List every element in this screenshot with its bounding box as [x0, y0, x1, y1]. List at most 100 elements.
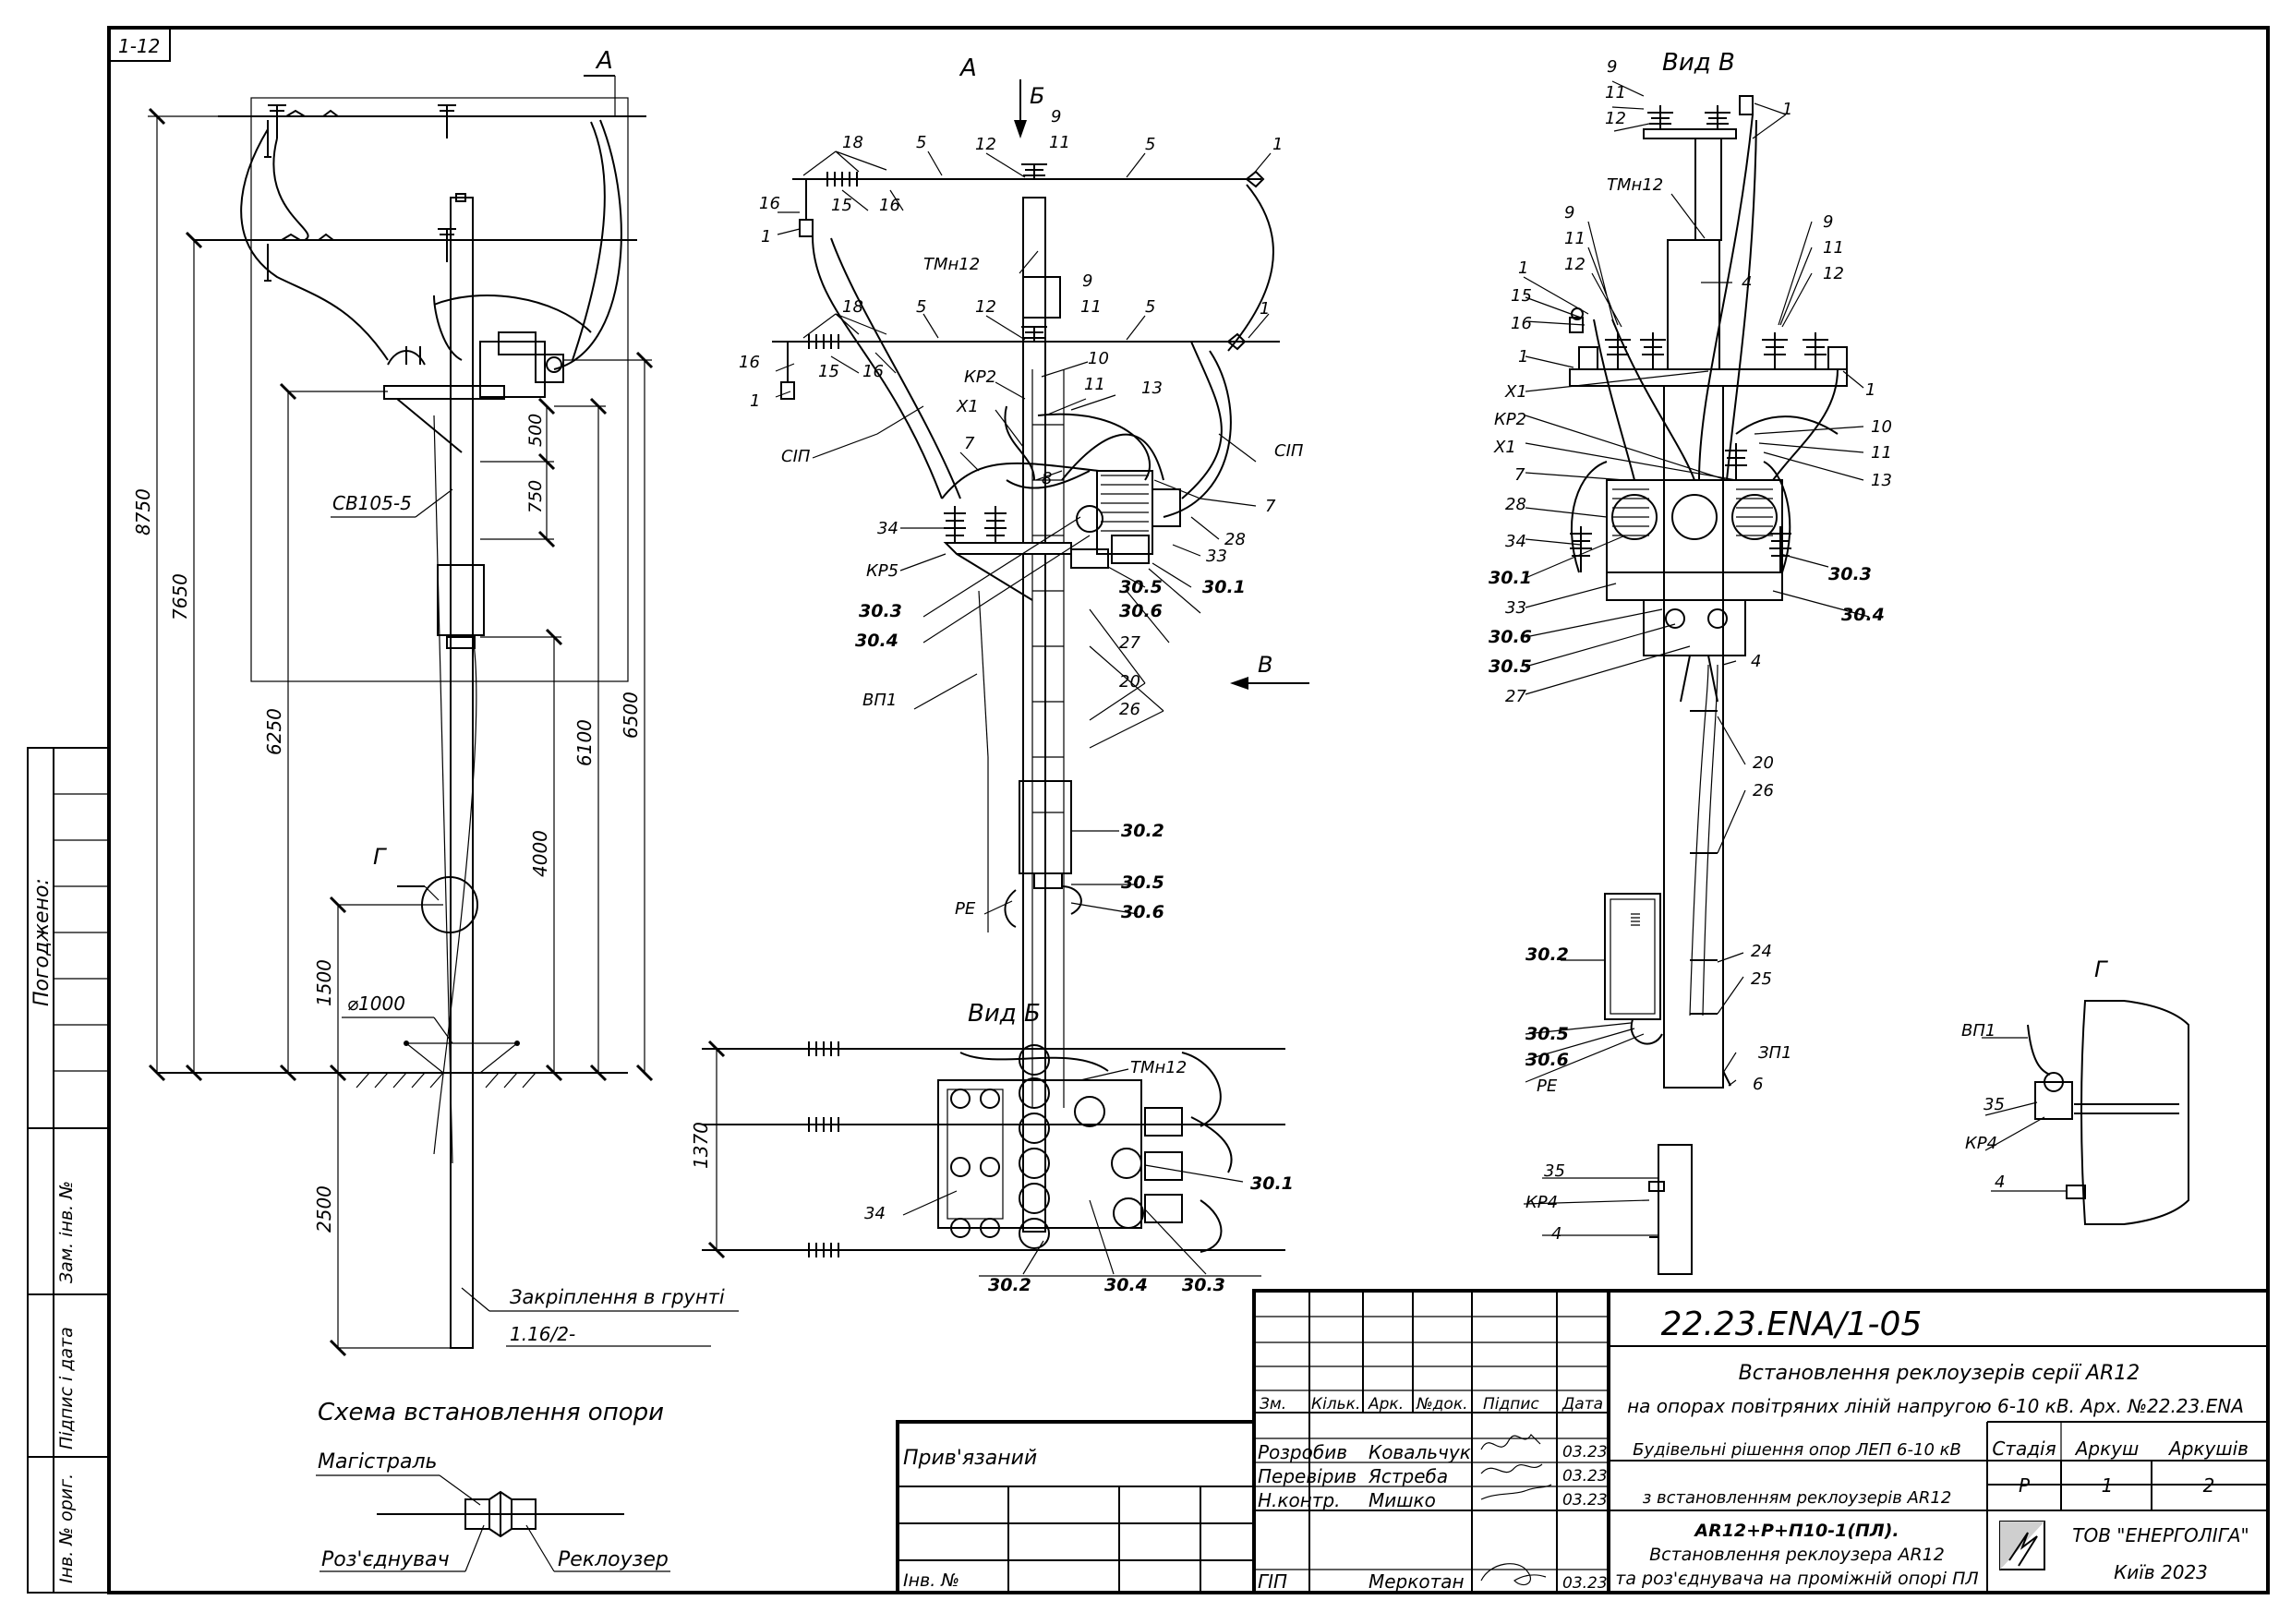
name-developed: Ковальчук: [1369, 1441, 1471, 1463]
date-developed: 03.23: [1562, 1443, 1608, 1462]
view-v-label-ep1: ЗП1: [1758, 1043, 1792, 1063]
view-v-label-25: 25: [1751, 969, 1772, 989]
front-label-x1: Х1: [956, 397, 979, 416]
detail-g: Г ВП1 35 КР4 4: [1961, 956, 2189, 1225]
front-label-30-6b: 30.6: [1121, 902, 1164, 922]
scheme-disconnector: Роз'єднувач: [321, 1548, 450, 1571]
front-label-16b: 16: [879, 196, 900, 215]
stage-header: Стадія: [1992, 1438, 2056, 1460]
view-v-label-24: 24: [1751, 942, 1772, 961]
dim-2500: 2500: [313, 1185, 335, 1233]
detail-g-label-35: 35: [1984, 1095, 2005, 1114]
main-dimensions: 8750 7650 6250 500 750: [132, 107, 654, 1357]
front-label-7b: 7: [1265, 497, 1276, 516]
front-label-1b: 1: [761, 227, 771, 247]
name-chief-engineer: Меркотан: [1369, 1570, 1465, 1593]
view-v-label-11a: 11: [1605, 83, 1626, 102]
view-v-label-28: 28: [1505, 495, 1526, 514]
front-label-11c: 11: [1084, 375, 1105, 394]
header-col-ndok: №док.: [1416, 1395, 1468, 1413]
view-v-label-1d: 1: [1865, 380, 1875, 400]
view-v-label-tmn12: ТМн12: [1607, 175, 1663, 195]
view-v-label-9a: 9: [1607, 57, 1617, 77]
front-label-30-5b: 30.5: [1121, 872, 1164, 893]
front-labels: 18 5 12 9 11 5 1 16 15 16 1 ТМн12 18 5 1…: [739, 107, 1304, 581]
view-b-label-tmn12: ТМн12: [1130, 1058, 1187, 1077]
dim-6250: 6250: [263, 708, 285, 755]
detail-g-title: Г: [2094, 956, 2108, 982]
sheets-value: 2: [2203, 1474, 2215, 1497]
stamp-sign-date: Підпис і дата: [56, 1327, 77, 1450]
side-stamp: Погоджено: Зам. інв. № Підпис і дата Інв…: [27, 747, 110, 1594]
front-label-5b: 5: [1145, 135, 1155, 154]
front-label-11b: 11: [1080, 297, 1102, 317]
front-label-33: 33: [1206, 547, 1227, 566]
front-label-16c: 16: [739, 353, 760, 372]
view-b: Вид Б 1370: [690, 1000, 1294, 1295]
front-label-1c: 1: [1260, 299, 1270, 319]
view-v-label-4c: 4: [1551, 1224, 1561, 1244]
front-label-12b: 12: [975, 297, 996, 317]
front-labels-lower: 27 20 26 ВП1 РЕ: [862, 633, 1140, 919]
sheets-header: Аркушів: [2167, 1438, 2249, 1460]
front-label-30-4: 30.4: [855, 631, 898, 651]
company-name: ТОВ "ЕНЕРГОЛІГА": [2072, 1524, 2249, 1546]
date-norm-control: 03.23: [1562, 1491, 1608, 1510]
view-v-label-x1a: Х1: [1504, 382, 1527, 402]
view-v-label-30-6: 30.6: [1489, 627, 1532, 647]
pole-label: СВ105-5: [332, 492, 412, 514]
section-line-1: Будівельні рішення опор ЛЕП 6-10 кВ: [1633, 1440, 1961, 1460]
view-b-title: Вид Б: [968, 1000, 1041, 1028]
ground-fixing-label: Закріплення в грунті: [510, 1286, 725, 1308]
dim-6500: 6500: [620, 692, 642, 739]
view-v-title: Вид В: [1662, 49, 1735, 77]
stage-value: Р: [2019, 1474, 2031, 1497]
view-v-label-11c: 11: [1823, 238, 1844, 258]
view-b-label-30-3: 30.3: [1182, 1275, 1225, 1295]
title-block-people: Розробив Ковальчук 03.23 Перевірив Ястре…: [1258, 1441, 1608, 1593]
dim-1500: 1500: [313, 959, 335, 1006]
front-label-9a: 9: [1051, 107, 1061, 126]
view-v-label-7: 7: [1514, 465, 1525, 485]
detail-g-labels: ВП1 35 КР4 4: [1961, 1021, 2005, 1192]
name-checked: Ястреба: [1368, 1465, 1448, 1487]
main-view: А Г: [132, 47, 739, 1357]
arrow-b-label: Б: [1030, 83, 1044, 109]
front-label-30-2: 30.2: [1121, 821, 1164, 841]
role-norm-control: Н.контр.: [1258, 1489, 1341, 1511]
title-line-1: Встановлення реклоузерів серії AR12: [1739, 1362, 2140, 1385]
view-v-label-13: 13: [1871, 471, 1892, 490]
front-label-1d: 1: [750, 391, 760, 411]
front-label-1a: 1: [1272, 135, 1283, 154]
date-checked: 03.23: [1562, 1467, 1608, 1486]
view-v-label-20: 20: [1753, 753, 1774, 773]
front-label-28: 28: [1224, 530, 1246, 549]
front-label-12a: 12: [975, 135, 996, 154]
sheet-frame: 1-12: [107, 26, 2270, 1594]
front-label-34: 34: [877, 519, 898, 538]
front-label-kr5: КР5: [866, 561, 898, 581]
title-block: Прив'язаний Інв. № Зм. Кільк. Арк. №док.…: [896, 1289, 2270, 1594]
view-v-label-27: 27: [1505, 687, 1526, 706]
view-v-label-30-3: 30.3: [1828, 564, 1872, 584]
view-v-label-11d: 11: [1871, 443, 1892, 463]
view-v-label-x1b: Х1: [1493, 438, 1516, 457]
front-label-11a: 11: [1049, 133, 1070, 152]
view-v-label-15: 15: [1511, 286, 1532, 306]
pit-diameter: ⌀1000: [347, 992, 405, 1015]
front-label-tmn12: ТМн12: [923, 255, 980, 274]
dim-4000: 4000: [529, 830, 551, 877]
inv-label: Інв. №: [903, 1570, 959, 1591]
title-line-2: на опорах повітряних ліній напругою 6-10…: [1627, 1395, 2244, 1417]
installation-scheme: Схема встановлення опори Магістраль Роз'…: [316, 1399, 670, 1572]
stamp-orig-inv: Інв. № ориг.: [56, 1474, 77, 1583]
bound-label: Прив'язаний: [903, 1447, 1037, 1470]
front-label-16d: 16: [862, 362, 884, 381]
header-col-zm: Зм.: [1260, 1395, 1286, 1413]
approved-label: Погоджено:: [30, 878, 54, 1006]
front-label-27: 27: [1119, 633, 1140, 653]
view-v-label-9c: 9: [1823, 212, 1833, 232]
view-v-label-11b: 11: [1564, 229, 1586, 248]
